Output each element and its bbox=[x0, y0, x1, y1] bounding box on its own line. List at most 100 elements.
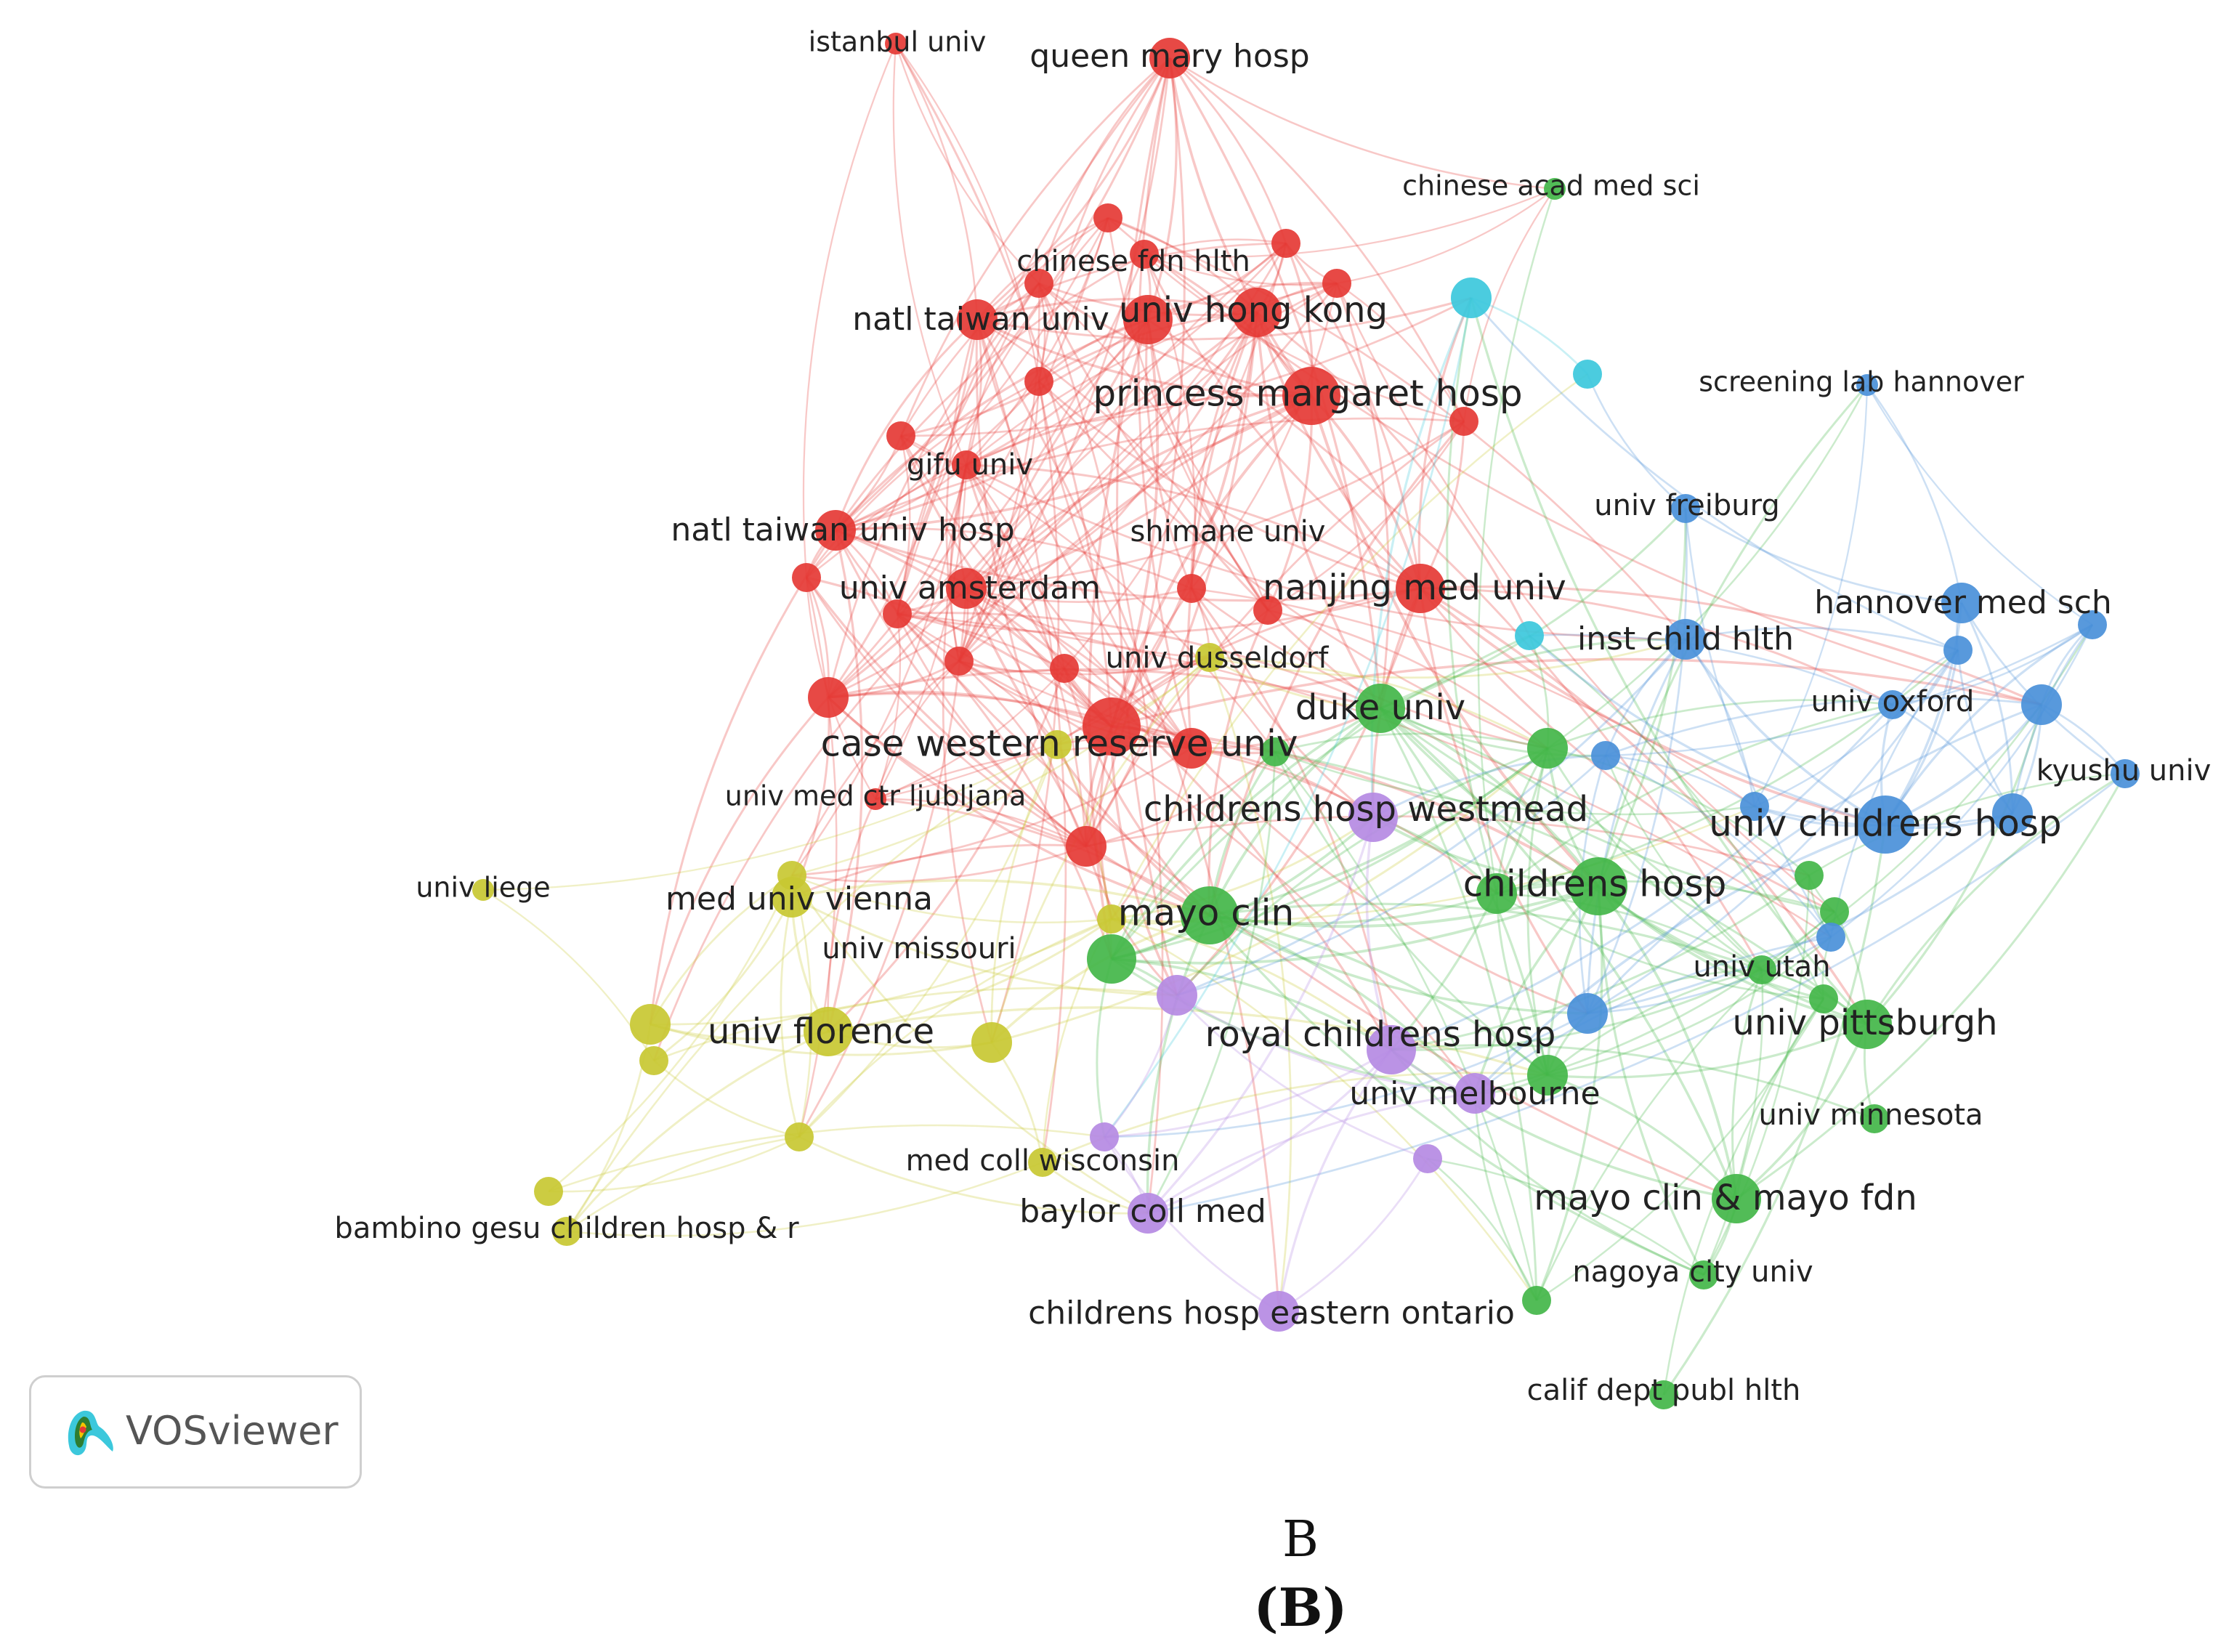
node-univchildrens[interactable] bbox=[1856, 795, 1914, 854]
node-b8[interactable] bbox=[1816, 923, 1845, 952]
node-g1[interactable] bbox=[1087, 934, 1136, 984]
node-r10[interactable] bbox=[883, 599, 912, 628]
node-hongkong[interactable] bbox=[1232, 288, 1282, 337]
node-y6[interactable] bbox=[777, 861, 806, 890]
node-c3[interactable] bbox=[1515, 621, 1544, 650]
node-royal[interactable] bbox=[1367, 1025, 1416, 1074]
node-mayofdn[interactable] bbox=[1712, 1174, 1761, 1223]
node-b6[interactable] bbox=[1992, 793, 2033, 834]
node-p3[interactable] bbox=[1413, 1144, 1442, 1173]
node-medcollwisc[interactable] bbox=[1028, 1148, 1057, 1177]
node-r16[interactable] bbox=[1066, 826, 1106, 867]
node-chinesefdn[interactable] bbox=[1130, 240, 1159, 269]
network-edge bbox=[1866, 384, 2093, 625]
node-b5[interactable] bbox=[1740, 792, 1769, 821]
node-oxford[interactable] bbox=[1878, 690, 1907, 719]
node-r4[interactable] bbox=[1322, 269, 1351, 298]
node-y2[interactable] bbox=[630, 1004, 671, 1045]
node-p2[interactable] bbox=[1090, 1122, 1119, 1151]
node-r2[interactable] bbox=[1024, 269, 1053, 298]
node-amsterdam[interactable] bbox=[946, 568, 987, 609]
network-edge bbox=[965, 464, 1113, 728]
node-r7[interactable] bbox=[886, 421, 915, 450]
node-calif[interactable] bbox=[1649, 1380, 1678, 1409]
node-pittsburgh[interactable] bbox=[1842, 1000, 1892, 1049]
node-princess[interactable] bbox=[1282, 367, 1340, 425]
network-edge bbox=[1390, 1048, 1737, 1200]
network-edge bbox=[896, 57, 1171, 615]
node-screening[interactable] bbox=[1856, 374, 1878, 396]
network-edge bbox=[1529, 633, 1893, 706]
node-b3[interactable] bbox=[2021, 684, 2062, 725]
node-instchild[interactable] bbox=[1665, 619, 1706, 660]
node-freiburg[interactable] bbox=[1671, 494, 1700, 523]
node-r3[interactable] bbox=[1271, 229, 1300, 258]
node-r5[interactable] bbox=[1024, 367, 1053, 396]
node-g3[interactable] bbox=[1261, 737, 1290, 766]
node-melbourne[interactable] bbox=[1455, 1073, 1495, 1114]
node-g6[interactable] bbox=[1795, 861, 1824, 890]
node-b2[interactable] bbox=[2078, 610, 2107, 639]
node-hannover[interactable] bbox=[1941, 583, 1982, 623]
node-nagoya[interactable] bbox=[1689, 1260, 1718, 1289]
node-y3[interactable] bbox=[639, 1046, 668, 1075]
network-edge bbox=[1957, 649, 2014, 814]
node-b1[interactable] bbox=[1943, 636, 1973, 665]
node-r11[interactable] bbox=[944, 647, 974, 676]
node-r12[interactable] bbox=[1050, 654, 1079, 683]
figure-caption-letter: B bbox=[1282, 1511, 1319, 1568]
network-edge bbox=[965, 464, 1192, 750]
node-c1[interactable] bbox=[1451, 278, 1492, 318]
node-r13[interactable] bbox=[808, 677, 849, 718]
network-edge bbox=[966, 312, 1258, 590]
node-shimane[interactable] bbox=[1177, 574, 1206, 603]
node-westmead[interactable] bbox=[1348, 793, 1398, 842]
node-ontario[interactable] bbox=[1258, 1291, 1299, 1332]
node-dusseldorf[interactable] bbox=[1195, 643, 1224, 672]
node-b7[interactable] bbox=[1567, 993, 1608, 1034]
node-florence[interactable] bbox=[804, 1007, 853, 1056]
node-y5[interactable] bbox=[971, 1022, 1012, 1063]
node-ljubljana[interactable] bbox=[865, 788, 886, 810]
node-childrenshosp[interactable] bbox=[1569, 857, 1627, 915]
node-istanbul[interactable] bbox=[885, 33, 907, 54]
node-gifu[interactable] bbox=[952, 450, 981, 479]
node-g4[interactable] bbox=[1527, 728, 1568, 769]
node-liege[interactable] bbox=[472, 879, 494, 901]
node-r1[interactable] bbox=[1093, 203, 1122, 232]
node-y1[interactable] bbox=[1043, 730, 1072, 759]
node-vienna[interactable] bbox=[772, 877, 812, 918]
node-queenmary[interactable] bbox=[1149, 38, 1190, 78]
node-y4[interactable] bbox=[785, 1122, 814, 1151]
node-ntuh[interactable] bbox=[815, 510, 856, 551]
node-b4[interactable] bbox=[1591, 741, 1620, 770]
node-r14[interactable] bbox=[1171, 728, 1212, 769]
node-p1[interactable] bbox=[1157, 975, 1197, 1016]
node-utah[interactable] bbox=[1747, 955, 1776, 984]
node-r15[interactable] bbox=[1253, 596, 1282, 625]
node-g2[interactable] bbox=[1476, 873, 1517, 914]
node-missouri[interactable] bbox=[1097, 904, 1126, 934]
node-duke[interactable] bbox=[1356, 684, 1405, 733]
network-edge bbox=[1702, 969, 1764, 1276]
node-g5[interactable] bbox=[1527, 1055, 1568, 1096]
node-g9[interactable] bbox=[1809, 984, 1838, 1013]
node-cwru[interactable] bbox=[1083, 697, 1141, 756]
node-c2[interactable] bbox=[1573, 360, 1602, 389]
node-r9[interactable] bbox=[792, 563, 821, 592]
node-r6[interactable] bbox=[1123, 295, 1173, 344]
node-baylor[interactable] bbox=[1128, 1193, 1168, 1234]
node-mayoclin[interactable] bbox=[1181, 886, 1239, 944]
node-y7[interactable] bbox=[534, 1177, 563, 1206]
node-chineseacad[interactable] bbox=[1544, 178, 1566, 200]
node-natltaiwan[interactable] bbox=[957, 299, 998, 340]
node-r8[interactable] bbox=[1449, 407, 1478, 436]
node-g7[interactable] bbox=[1820, 897, 1849, 926]
node-bambino[interactable] bbox=[552, 1217, 581, 1246]
network-edge bbox=[1110, 707, 1381, 960]
node-nanjing[interactable] bbox=[1396, 564, 1445, 613]
node-g8[interactable] bbox=[1522, 1286, 1551, 1315]
network-edge bbox=[1604, 755, 1763, 971]
node-kyushu[interactable] bbox=[2111, 759, 2140, 788]
node-minnesota[interactable] bbox=[1860, 1104, 1889, 1133]
